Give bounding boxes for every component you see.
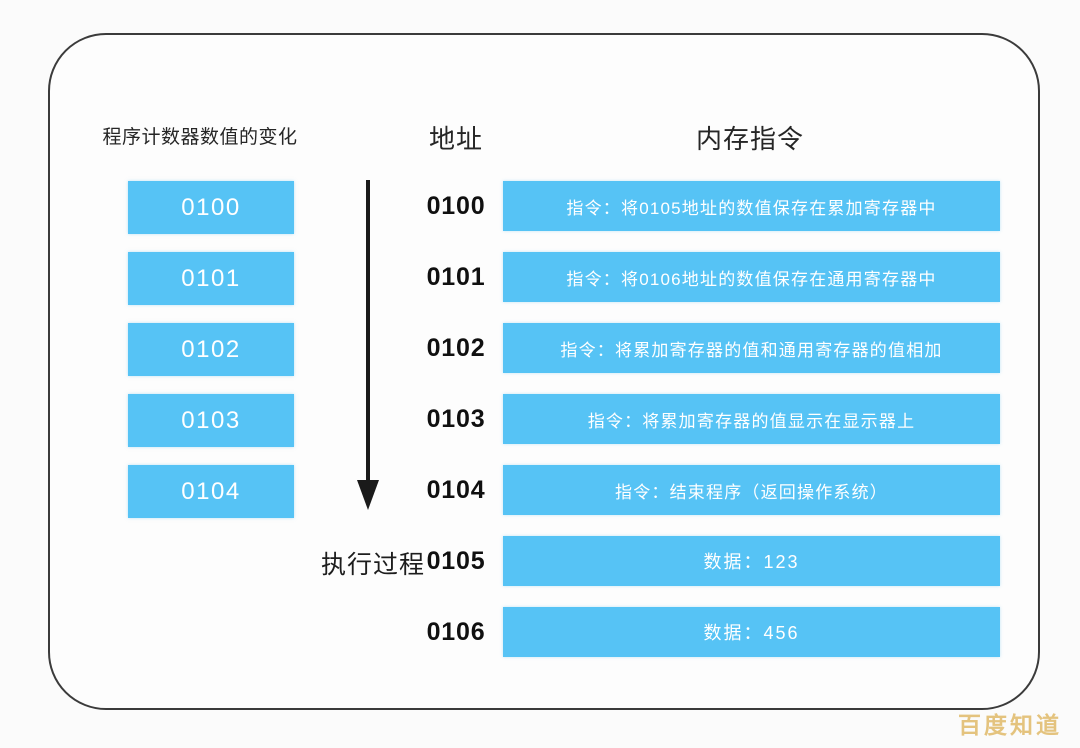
memory-row: 0104 指令：结束程序（返回操作系统）: [0, 465, 1080, 515]
watermark: 百度知道: [958, 712, 1062, 738]
memory-instruction-cell: 指令：结束程序（返回操作系统）: [503, 465, 1000, 515]
memory-row: 0105 数据：123: [0, 536, 1080, 586]
execution-arrow: [340, 178, 400, 518]
memory-instruction-cell: 指令：将累加寄存器的值和通用寄存器的值相加: [503, 323, 1000, 373]
memory-instruction-cell: 指令：将0105地址的数值保存在累加寄存器中: [503, 181, 1000, 231]
header-memory-instruction: 内存指令: [695, 124, 804, 154]
memory-address: 0100: [426, 192, 486, 220]
memory-instruction-cell: 指令：将0106地址的数值保存在通用寄存器中: [503, 252, 1000, 302]
memory-instruction-cell: 指令：将累加寄存器的值显示在显示器上: [503, 394, 1000, 444]
program-counter-box: 0100: [128, 181, 294, 234]
program-counter-box: 0102: [128, 323, 294, 376]
memory-row: 0100 指令：将0105地址的数值保存在累加寄存器中: [0, 181, 1080, 231]
down-arrow-icon: [357, 180, 379, 510]
execution-process-label: 执行过程: [320, 551, 425, 579]
memory-address: 0101: [426, 263, 486, 291]
memory-address: 0102: [426, 334, 486, 362]
program-counter-box: 0104: [128, 465, 294, 518]
memory-row: 0103 指令：将累加寄存器的值显示在显示器上: [0, 394, 1080, 444]
memory-data-cell: 数据：123: [503, 536, 1000, 586]
memory-row: 0102 指令：将累加寄存器的值和通用寄存器的值相加: [0, 323, 1080, 373]
program-counter-box: 0103: [128, 394, 294, 447]
header-program-counter: 程序计数器数值的变化: [102, 127, 298, 148]
memory-row: 0101 指令：将0106地址的数值保存在通用寄存器中: [0, 252, 1080, 302]
header-address: 地址: [428, 124, 483, 154]
memory-address: 0105: [426, 547, 486, 575]
program-counter-column: 0100 0101 0102 0103 0104: [128, 181, 294, 536]
memory-data-cell: 数据：456: [503, 607, 1000, 657]
memory-address: 0104: [426, 476, 486, 504]
memory-address: 0103: [426, 405, 486, 433]
memory-row: 0106 数据：456: [0, 607, 1080, 657]
memory-address: 0106: [426, 618, 486, 646]
program-counter-box: 0101: [128, 252, 294, 305]
memory-table: 0100 指令：将0105地址的数值保存在累加寄存器中 0101 指令：将0106地址…: [0, 181, 1080, 678]
